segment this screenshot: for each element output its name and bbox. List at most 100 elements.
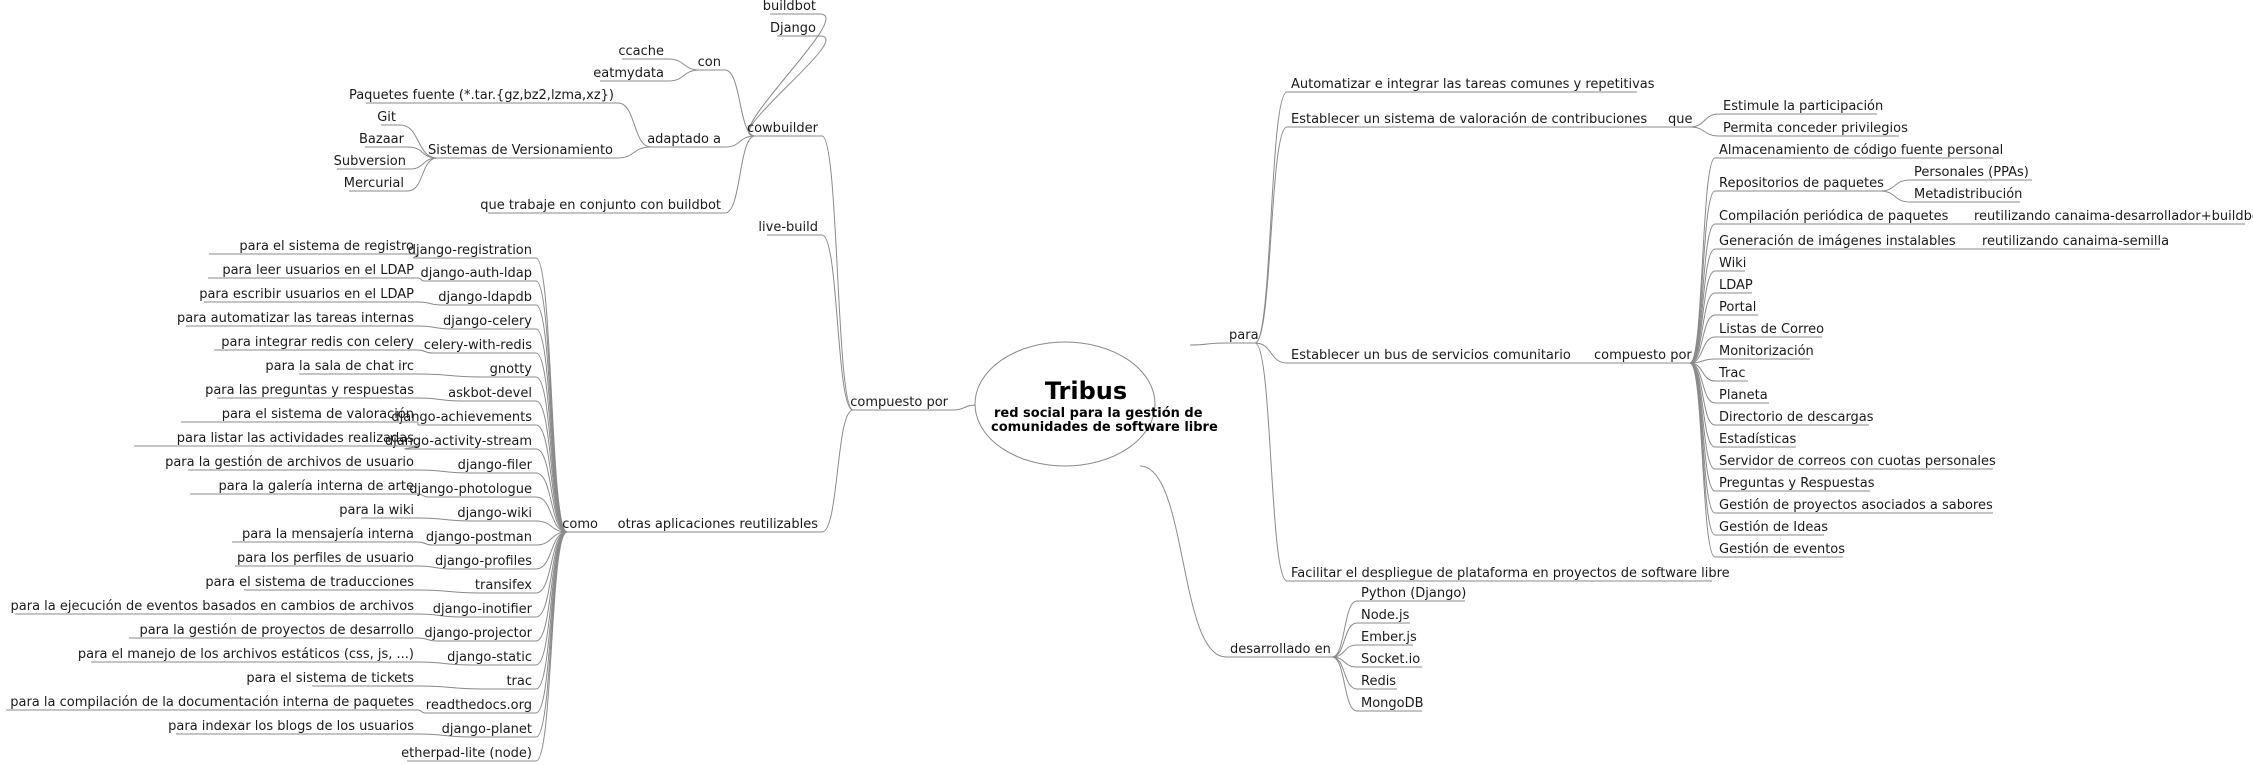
- node-desc14[interactable]: para el sistema de traducciones: [205, 575, 418, 591]
- node-paquetes-fuente[interactable]: Paquetes fuente (*.tar.{gz,bz2,lzma,xz}): [349, 88, 618, 104]
- node-app10[interactable]: django-photologue: [409, 482, 536, 498]
- node-svc3[interactable]: Generación de imágenes instalables: [1715, 234, 1956, 250]
- node-svc6[interactable]: Portal: [1715, 300, 1758, 316]
- node-como[interactable]: como: [562, 517, 602, 533]
- node-app2[interactable]: django-ldapdb: [438, 290, 536, 306]
- node-tech3[interactable]: Socket.io: [1357, 652, 1422, 668]
- node-tech2[interactable]: Ember.js: [1357, 630, 1417, 646]
- root-node[interactable]: Tribus red social para la gestión de com…: [974, 341, 1218, 467]
- node-svc16[interactable]: Gestión de Ideas: [1715, 520, 1828, 536]
- node-reut1[interactable]: reutilizando canaima-desarrollador+build…: [1970, 209, 2253, 225]
- node-subversion[interactable]: Subversion: [334, 154, 410, 170]
- node-desc11[interactable]: para la wiki: [339, 503, 418, 519]
- node-live-build[interactable]: live-build: [758, 220, 822, 236]
- node-tech0[interactable]: Python (Django): [1357, 586, 1466, 602]
- node-eatmydata[interactable]: eatmydata: [593, 66, 668, 82]
- node-metadist[interactable]: Metadistribución: [1910, 187, 2022, 203]
- node-ppas[interactable]: Personales (PPAs): [1910, 165, 2032, 181]
- node-app14[interactable]: transifex: [475, 578, 536, 594]
- node-privilegios[interactable]: Permita conceder privilegios: [1719, 121, 1908, 137]
- node-adaptado[interactable]: adaptado a: [647, 132, 725, 148]
- node-desc12[interactable]: para la mensajería interna: [232, 527, 418, 543]
- node-compuesto-der[interactable]: compuesto por: [1590, 348, 1692, 364]
- node-desc10[interactable]: para la galería interna de arte: [190, 479, 418, 495]
- node-desc3[interactable]: para automatizar las tareas internas: [177, 311, 418, 327]
- node-desc15[interactable]: para la ejecución de eventos basados en …: [11, 599, 418, 615]
- node-app18[interactable]: trac: [484, 674, 536, 690]
- node-otras-apps[interactable]: otras aplicaciones reutilizables: [618, 517, 822, 533]
- node-app7[interactable]: django-achievements: [391, 410, 536, 426]
- node-svc5[interactable]: LDAP: [1715, 278, 1753, 294]
- node-despliegue[interactable]: Facilitar el despliegue de plataforma en…: [1287, 566, 1730, 582]
- node-desc2[interactable]: para escribir usuarios en el LDAP: [199, 287, 418, 303]
- node-app1[interactable]: django-auth-ldap: [420, 266, 536, 282]
- node-svc15[interactable]: Gestión de proyectos asociados a sabores: [1715, 498, 1993, 514]
- node-app19[interactable]: readthedocs.org: [425, 698, 536, 714]
- node-git[interactable]: Git: [377, 110, 400, 126]
- node-app5[interactable]: gnotty: [482, 362, 536, 378]
- node-compuesto-izq[interactable]: compuesto por: [850, 395, 952, 411]
- node-app0[interactable]: django-registration: [408, 243, 536, 259]
- node-para[interactable]: para: [1225, 328, 1259, 344]
- node-desc7[interactable]: para el sistema de valoración: [181, 407, 418, 423]
- node-tech5[interactable]: MongoDB: [1357, 696, 1424, 712]
- node-bus[interactable]: Establecer un bus de servicios comunitar…: [1287, 348, 1571, 364]
- node-svc12[interactable]: Estadísticas: [1715, 432, 1797, 448]
- node-svc2[interactable]: Compilación periódica de paquetes: [1715, 209, 1949, 225]
- node-app15[interactable]: django-inotifier: [433, 602, 536, 618]
- node-desc19[interactable]: para la compilación de la documentación …: [6, 695, 418, 711]
- node-django[interactable]: Django: [770, 21, 820, 37]
- node-conjunto-buildbot[interactable]: que trabaje en conjunto con buildbot: [480, 198, 725, 214]
- node-desc13[interactable]: para los perfiles de usuario: [235, 551, 418, 567]
- node-cowbuilder[interactable]: cowbuilder: [747, 121, 822, 137]
- node-tech4[interactable]: Redis: [1357, 674, 1397, 690]
- node-svc0[interactable]: Almacenamiento de código fuente personal: [1715, 143, 2003, 159]
- node-ccache[interactable]: ccache: [618, 44, 668, 60]
- node-desc0[interactable]: para el sistema de registro: [209, 239, 418, 255]
- node-desc4[interactable]: para integrar redis con celery: [214, 335, 418, 351]
- node-desc18[interactable]: para el sistema de tickets: [246, 671, 418, 687]
- node-svc17[interactable]: Gestión de eventos: [1715, 542, 1845, 558]
- node-desc6[interactable]: para las preguntas y respuestas: [205, 383, 418, 399]
- node-svc7[interactable]: Listas de Correo: [1715, 322, 1824, 338]
- node-app17[interactable]: django-static: [447, 650, 536, 666]
- node-svc9[interactable]: Trac: [1715, 366, 1748, 382]
- node-svc14[interactable]: Preguntas y Respuestas: [1715, 476, 1875, 492]
- node-desarrollado[interactable]: desarrollado en: [1226, 642, 1332, 658]
- node-desc16[interactable]: para la gestión de proyectos de desarrol…: [129, 623, 418, 639]
- node-desc8[interactable]: para listar las actividades realizadas: [134, 431, 418, 447]
- node-buildbot[interactable]: buildbot: [763, 0, 820, 15]
- node-tech1[interactable]: Node.js: [1357, 608, 1410, 624]
- node-estimule[interactable]: Estimule la participación: [1719, 99, 1883, 115]
- node-svc11[interactable]: Directorio de descargas: [1715, 410, 1874, 426]
- node-desc5[interactable]: para la sala de chat irc: [265, 359, 418, 375]
- node-app12[interactable]: django-postman: [426, 530, 536, 546]
- node-desc20[interactable]: para indexar los blogs de los usuarios: [168, 719, 418, 735]
- node-app8[interactable]: django-activity-stream: [385, 434, 536, 450]
- node-app6[interactable]: askbot-devel: [448, 386, 536, 402]
- node-desc9[interactable]: para la gestión de archivos de usuario: [165, 455, 418, 471]
- node-desc1[interactable]: para leer usuarios en el LDAP: [208, 263, 418, 279]
- node-sis-vers[interactable]: Sistemas de Versionamiento: [428, 143, 617, 159]
- node-app9[interactable]: django-filer: [458, 458, 536, 474]
- node-app13[interactable]: django-profiles: [435, 554, 536, 570]
- node-app3[interactable]: django-celery: [443, 314, 536, 330]
- node-app16[interactable]: django-projector: [424, 626, 536, 642]
- node-desc17[interactable]: para el manejo de los archivos estáticos…: [78, 647, 418, 663]
- node-svc4[interactable]: Wiki: [1715, 256, 1746, 272]
- node-app11[interactable]: django-wiki: [457, 506, 536, 522]
- node-con[interactable]: con: [698, 55, 725, 71]
- node-app4[interactable]: celery-with-redis: [424, 338, 536, 354]
- node-mercurial[interactable]: Mercurial: [344, 176, 408, 192]
- node-reut2[interactable]: reutilizando canaima-semilla: [1978, 234, 2169, 250]
- node-app20[interactable]: django-planet: [442, 722, 536, 738]
- node-svc1[interactable]: Repositorios de paquetes: [1715, 176, 1884, 192]
- node-automatizar[interactable]: Automatizar e integrar las tareas comune…: [1287, 77, 1655, 93]
- node-app21[interactable]: etherpad-lite (node): [401, 746, 536, 762]
- node-bazaar[interactable]: Bazaar: [359, 132, 408, 148]
- node-svc10[interactable]: Planeta: [1715, 388, 1769, 404]
- node-valoracion[interactable]: Establecer un sistema de valoración de c…: [1287, 112, 1647, 128]
- node-svc13[interactable]: Servidor de correos con cuotas personale…: [1715, 454, 1996, 470]
- node-svc8[interactable]: Monitorización: [1715, 344, 1814, 360]
- node-que[interactable]: que: [1664, 112, 1693, 128]
